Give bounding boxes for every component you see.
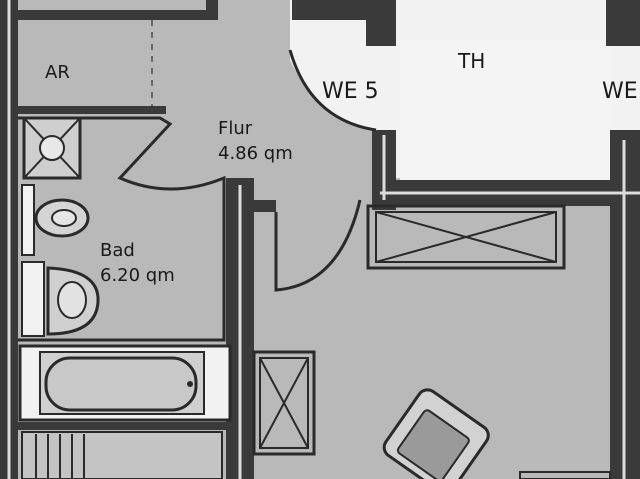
- hall-area: 4.86 qm: [218, 143, 293, 164]
- wall-ar-bottom: [18, 106, 166, 114]
- cabinet-icon: [252, 350, 316, 456]
- wall-top-mid: [206, 0, 218, 20]
- wardrobe-icon: [366, 204, 566, 270]
- toilet-icon: [21, 184, 90, 256]
- wall-door-stub: [254, 200, 276, 212]
- bath-area: 6.20 qm: [100, 265, 175, 286]
- hall-name: Flur: [218, 118, 253, 139]
- wall-top-right-post: [366, 0, 396, 46]
- wall-top-right-block: [292, 0, 376, 20]
- ar-label: AR: [45, 62, 70, 83]
- stairwell-label: TH: [457, 49, 485, 73]
- wall-right-post: [606, 0, 640, 46]
- stair-door-swing: [288, 49, 377, 132]
- wall-highlights: [7, 0, 640, 479]
- flat-next-label: WE: [602, 79, 638, 104]
- bathtub-icon: [18, 344, 232, 422]
- washbasin-icon: [21, 261, 100, 337]
- bath-name: Bad: [100, 240, 135, 261]
- wall-top-left: [18, 10, 218, 20]
- heater-icon: [18, 422, 230, 479]
- shower-drain-icon: [22, 116, 82, 180]
- bath-outline: [18, 116, 226, 342]
- flat-5-label: WE 5: [322, 79, 379, 104]
- stairwell-right-area: [400, 40, 612, 180]
- hall-door-swing: [274, 199, 362, 292]
- armchair-icon: [382, 388, 490, 479]
- floor-edge-fragment: [519, 471, 611, 479]
